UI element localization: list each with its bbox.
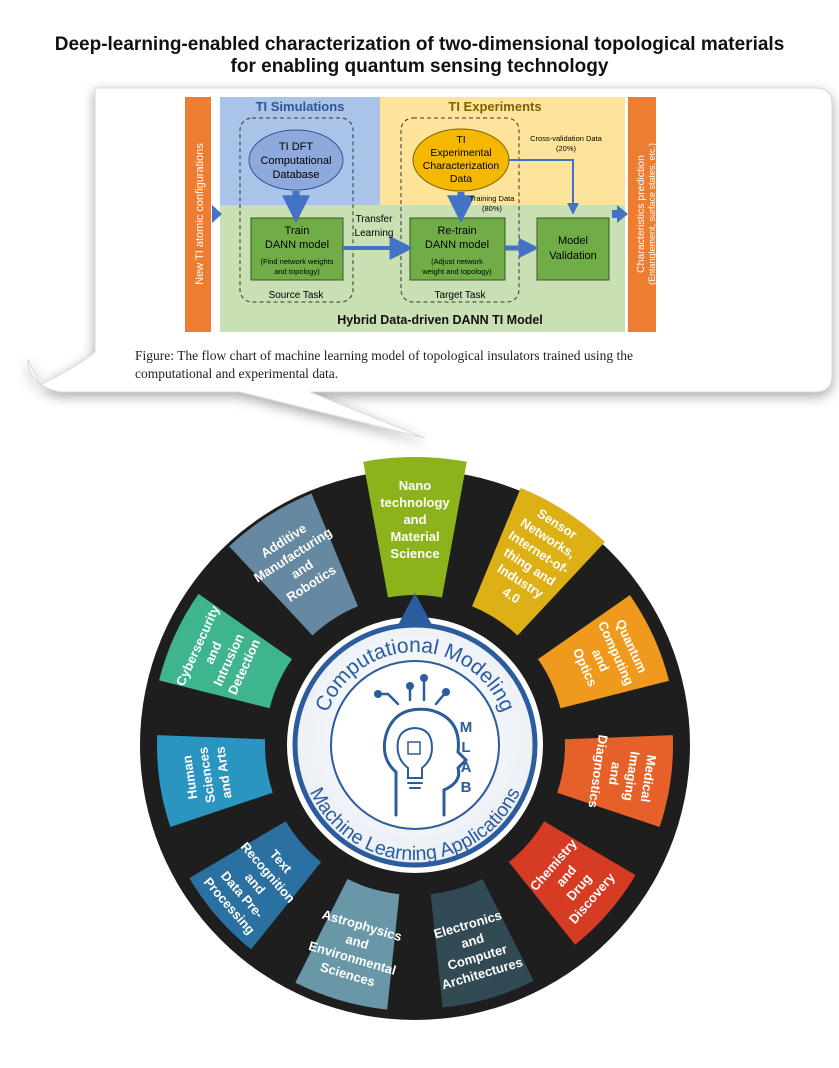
caption-line-2: computational and experimental data. [135, 366, 339, 381]
wheel-segment-3 [557, 735, 674, 828]
right-bar-label-1: Characteristics prediction [635, 155, 647, 273]
exp-header: TI Experiments [448, 99, 541, 114]
right-arrow-shaft [612, 210, 618, 218]
dft-database-label-1: TI DFT [279, 141, 313, 153]
left-bar [185, 97, 211, 332]
cv-arrow [509, 159, 579, 215]
wheel-segment-label-line: and [606, 761, 624, 786]
wheel-segment-10 [229, 493, 358, 636]
cv-label-1: Cross-validation Data [530, 134, 603, 143]
figure-caption: Figure: The flow chart of machine learni… [135, 347, 725, 383]
source-task-group [239, 117, 354, 303]
wheel-segment-0 [363, 457, 467, 598]
source-task-label: Source Task [269, 290, 325, 301]
left-bar-label: New TI atomic configurations [194, 143, 206, 285]
wheel-segment-7 [189, 821, 322, 950]
validation-box [536, 217, 610, 281]
wheel-segment-1 [472, 487, 605, 636]
transfer-label-1: Transfer [356, 214, 394, 225]
exp-data-label-3: Characterization [423, 160, 500, 172]
retrain-sub-1: (Adjust network [431, 257, 483, 266]
train-sub-2: and topology) [274, 267, 320, 276]
right-bar [628, 97, 656, 332]
mlab-logo-icon [374, 674, 469, 817]
lab-letter-m: M [460, 719, 473, 736]
hub-inner-ring [330, 660, 500, 830]
training-data-label-2: (80%) [482, 204, 503, 213]
dft-database-label-3: Database [272, 169, 319, 181]
wheel-segment-label-line: Science [390, 546, 439, 561]
sim-header: TI Simulations [256, 99, 345, 114]
validation-label-2: Validation [549, 250, 597, 262]
wheel-segment-4 [508, 821, 636, 945]
page-title-line2: for enabling quantum sensing technology [230, 56, 609, 77]
wheel-segment-label-8: HumanSciencesand Arts [178, 744, 235, 807]
retrain-sub-2: weight and topology) [421, 267, 492, 276]
caption-line-1: Figure: The flow chart of machine learni… [135, 348, 633, 363]
wheel-segment-label-line: Material [390, 529, 439, 544]
validation-label-1: Model [558, 235, 588, 247]
wheel-segment-label-line: and [403, 512, 426, 527]
wheel-segment-5 [430, 878, 534, 1008]
train-label-2: DANN model [265, 239, 329, 251]
wheel-segment-label-line: and [344, 931, 370, 952]
exp-data-label-4: Data [450, 173, 472, 185]
exp-data-label-1: TI [456, 134, 465, 146]
dft-database-node [248, 129, 344, 191]
right-arrow-icon [617, 205, 628, 223]
dft-database-label-2: Computational [261, 155, 332, 167]
train-box [250, 217, 344, 281]
train-sub-1: (Find network weights [261, 257, 334, 266]
hybrid-label: Hybrid Data-driven DANN TI Model [337, 313, 543, 327]
right-bar-label-2: (Entanglement, surface states, etc.) [647, 143, 657, 285]
wheel-segment-6 [295, 878, 400, 1010]
retrain-label-2: DANN model [425, 239, 489, 251]
wheel-segment-8 [157, 735, 273, 828]
wheel-segment-2 [538, 595, 670, 709]
wheel-segment-9 [159, 593, 292, 709]
lab-letter-l: L [461, 739, 470, 756]
train-label-1: Train [285, 225, 310, 237]
left-arrow-icon [212, 205, 222, 223]
target-task-group [400, 117, 520, 303]
wheel-segment-label-line: and [459, 930, 485, 951]
flowchart: New TI atomic configurations Characteris… [185, 97, 657, 332]
exp-data-label-2: Experimental [430, 147, 491, 159]
wheel-segment-label-line: Human [179, 754, 200, 800]
lab-letter-b: B [461, 779, 472, 796]
retrain-label-1: Re-train [437, 225, 476, 237]
lab-letter-a: A [461, 759, 472, 776]
hub-pointer-icon [398, 593, 432, 625]
wheel-segment-label-line: Imaging [621, 750, 643, 802]
training-data-label-1: Training Data [470, 194, 516, 203]
target-task-label: Target Task [435, 290, 487, 301]
wheel-segment-label-line: Nano [399, 478, 432, 493]
page-title-line1: Deep-learning-enabled characterization o… [54, 34, 785, 55]
wheel-segment-label-line: and Arts [212, 746, 234, 800]
transfer-label-2: Learning [355, 228, 394, 239]
wheel-segment-label-1: SensorNetworks,Internet-of-thing andIndu… [478, 499, 590, 620]
wheel-segment-label-line: Medical [638, 754, 660, 803]
cv-label-2: (20%) [556, 144, 577, 153]
wheel-segment-label-line: technology [380, 495, 450, 510]
